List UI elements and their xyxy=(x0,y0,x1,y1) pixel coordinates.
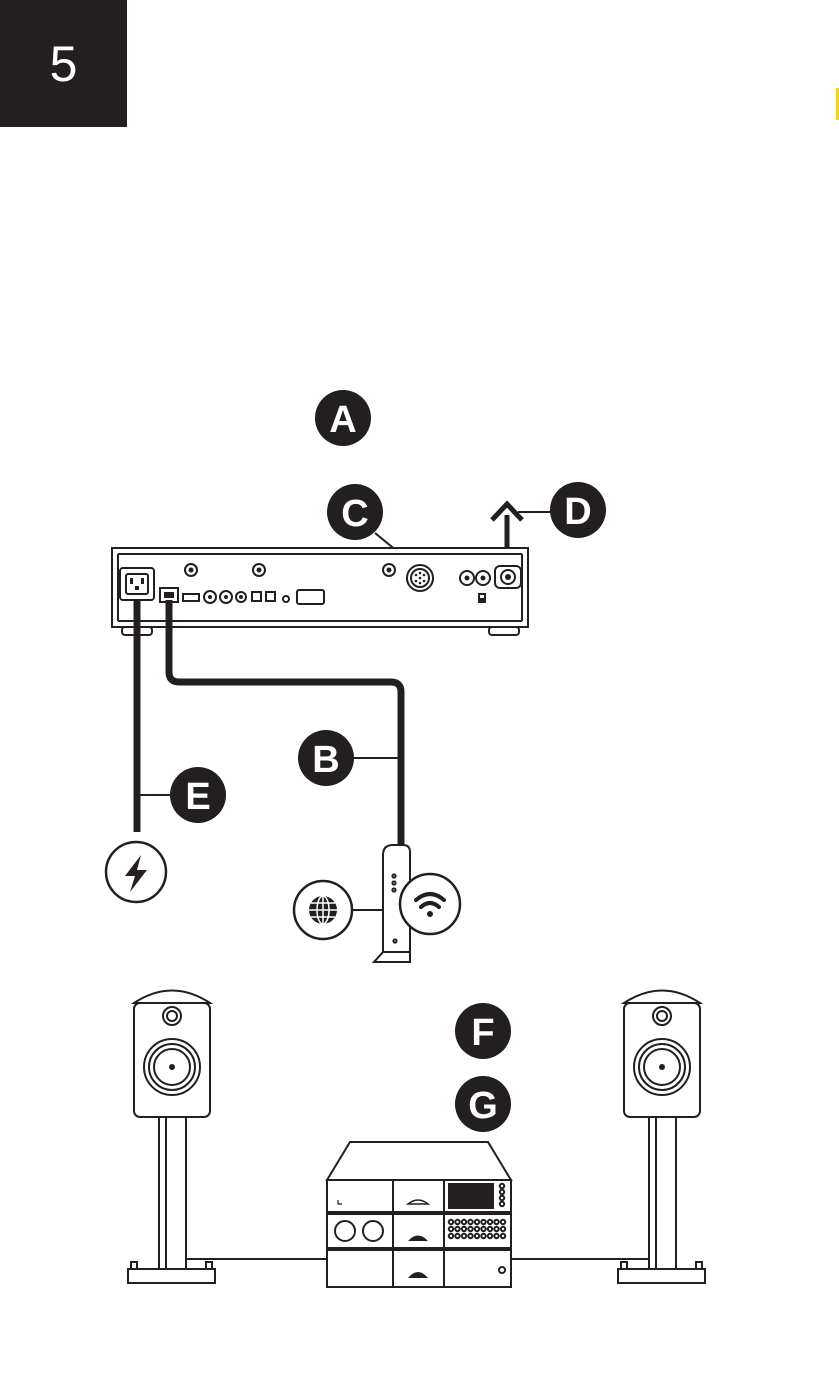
hifi-button xyxy=(494,1234,498,1238)
hifi-button xyxy=(488,1220,492,1224)
hifi-button xyxy=(462,1220,466,1224)
speaker-left xyxy=(128,991,215,1284)
hifi-button xyxy=(449,1220,453,1224)
hifi-stack xyxy=(327,1142,511,1287)
hifi-button xyxy=(501,1234,505,1238)
hifi-button xyxy=(488,1234,492,1238)
hifi-button xyxy=(462,1227,466,1231)
hifi-button xyxy=(488,1227,492,1231)
hifi-button xyxy=(455,1220,459,1224)
hifi-button xyxy=(481,1234,485,1238)
wifi-icon xyxy=(400,874,460,934)
hifi-button xyxy=(475,1227,479,1231)
streamer-rear-panel xyxy=(112,548,528,635)
hifi-button xyxy=(449,1227,453,1231)
hifi-button xyxy=(455,1234,459,1238)
hifi-button xyxy=(449,1234,453,1238)
hifi-button xyxy=(481,1227,485,1231)
hifi-button xyxy=(475,1234,479,1238)
label-a: A xyxy=(315,390,371,446)
hifi-button xyxy=(455,1227,459,1231)
hifi-button xyxy=(501,1227,505,1231)
label-c: C xyxy=(327,484,383,540)
hifi-button xyxy=(475,1220,479,1224)
svg-text:E: E xyxy=(185,776,210,818)
label-g: G xyxy=(455,1076,511,1132)
speaker-right xyxy=(618,991,705,1284)
svg-text:C: C xyxy=(341,493,368,535)
label-f: F xyxy=(455,1003,511,1059)
hifi-button xyxy=(468,1220,472,1224)
hifi-button xyxy=(501,1220,505,1224)
label-e: E xyxy=(170,767,226,823)
svg-text:G: G xyxy=(468,1085,498,1127)
svg-text:A: A xyxy=(329,399,356,441)
hifi-button xyxy=(494,1220,498,1224)
hifi-button xyxy=(494,1227,498,1231)
svg-text:F: F xyxy=(471,1012,494,1054)
label-d: D xyxy=(550,482,606,538)
svg-text:D: D xyxy=(564,491,591,533)
lightning-bolt-icon xyxy=(106,842,166,902)
label-b: B xyxy=(298,730,354,786)
hifi-button xyxy=(468,1234,472,1238)
svg-text:B: B xyxy=(312,739,339,781)
hifi-button xyxy=(481,1220,485,1224)
hifi-button xyxy=(468,1227,472,1231)
hifi-button xyxy=(462,1234,466,1238)
globe-icon xyxy=(294,881,352,939)
